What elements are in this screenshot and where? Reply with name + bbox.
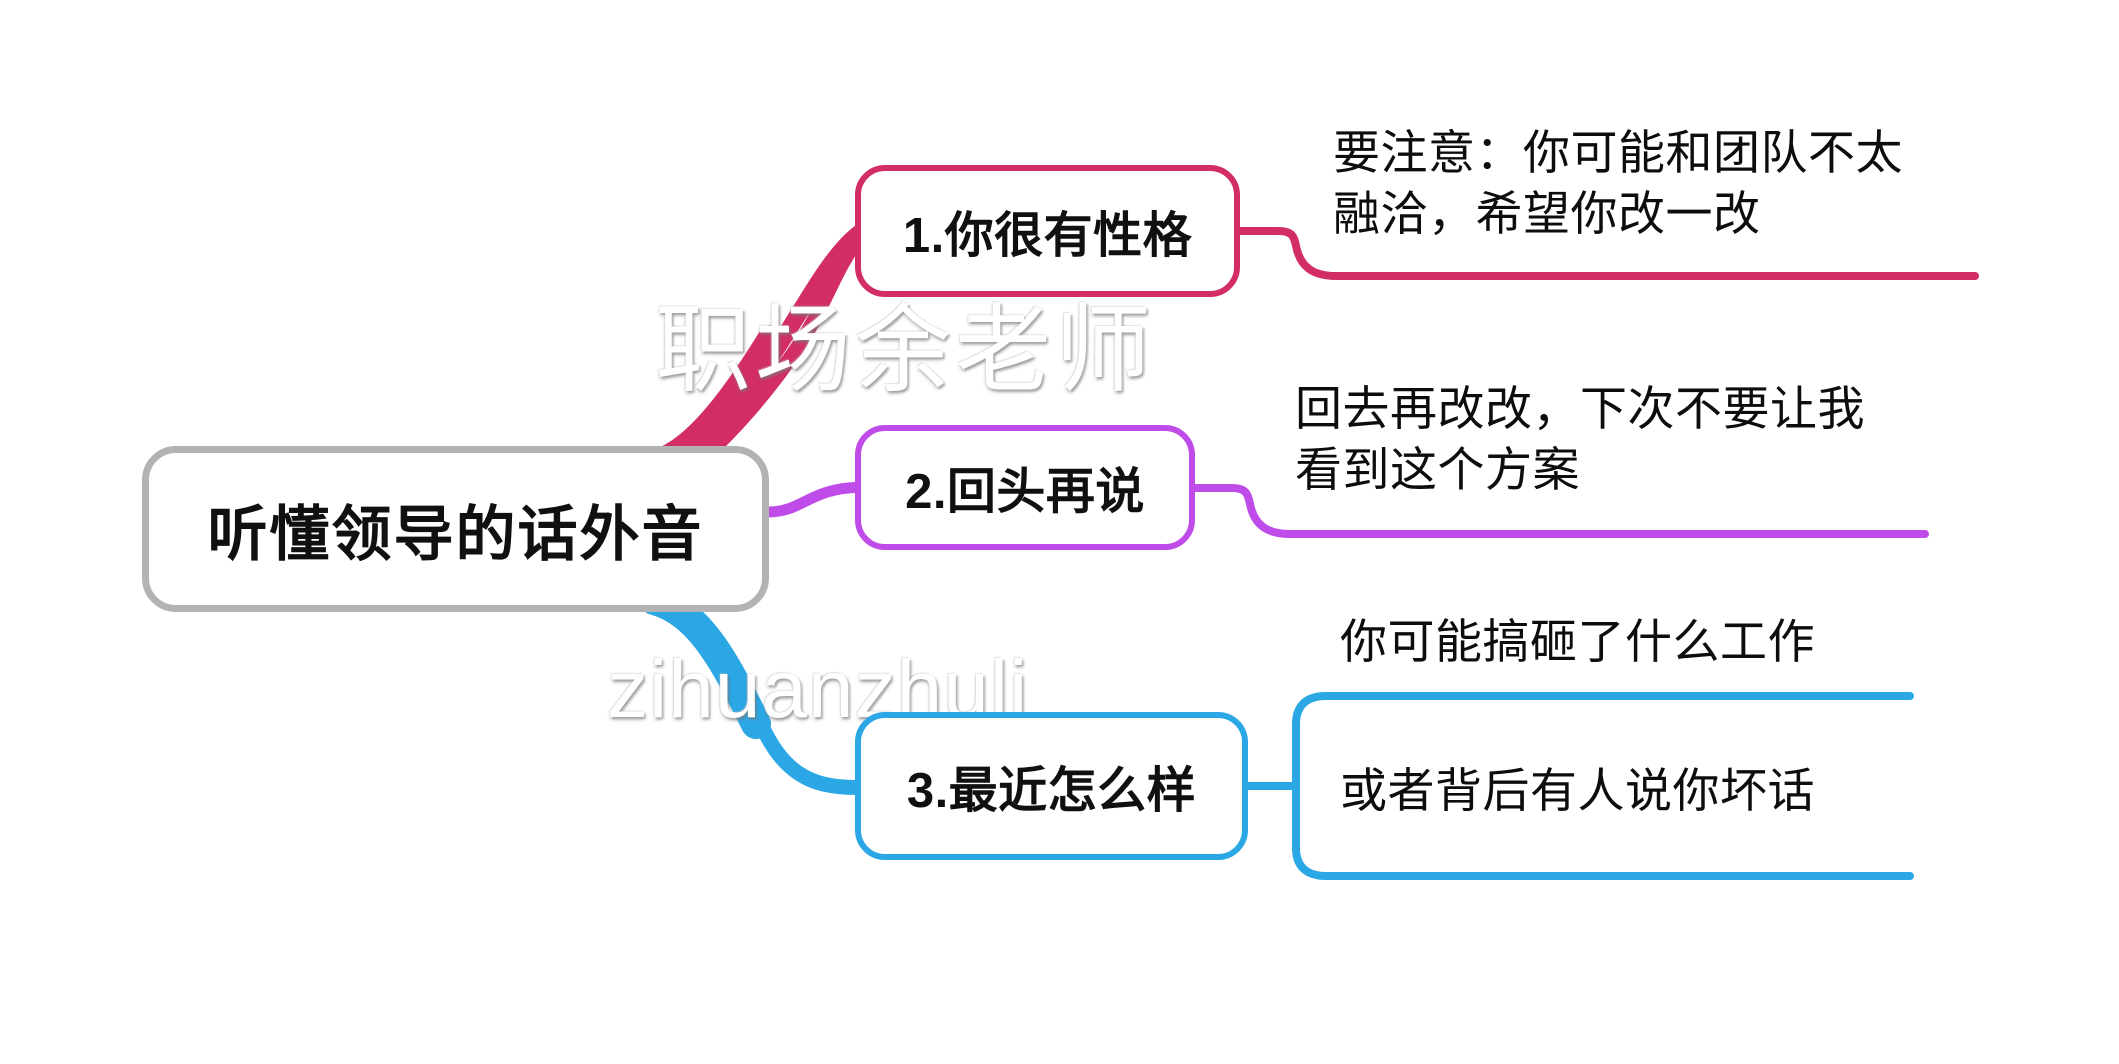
root-node[interactable]: 听懂领导的话外音	[142, 446, 769, 612]
branch-node-2[interactable]: 2.回头再说	[855, 425, 1195, 550]
leaf-text-branch-3-second[interactable]: 或者背后有人说你坏话	[1340, 764, 1815, 817]
branch-node-1[interactable]: 1.你很有性格	[855, 165, 1240, 297]
root-node-label: 听懂领导的话外音	[207, 500, 704, 568]
leaf-text-branch-2[interactable]: 回去再改改，下次不要让我 看到这个方案	[1295, 382, 1865, 497]
branch-node-2-label: 2.回头再说	[905, 465, 1145, 519]
branch-node-1-label: 1.你很有性格	[902, 208, 1193, 263]
branch-node-3-label: 3.最近怎么样	[906, 763, 1197, 818]
leaf-text-branch-1[interactable]: 要注意：你可能和团队不太 融洽，希望你改一改	[1333, 126, 1903, 241]
branch-node-3[interactable]: 3.最近怎么样	[855, 712, 1248, 860]
leaf-text-branch-3-first[interactable]: 你可能搞砸了什么工作	[1340, 615, 1815, 668]
